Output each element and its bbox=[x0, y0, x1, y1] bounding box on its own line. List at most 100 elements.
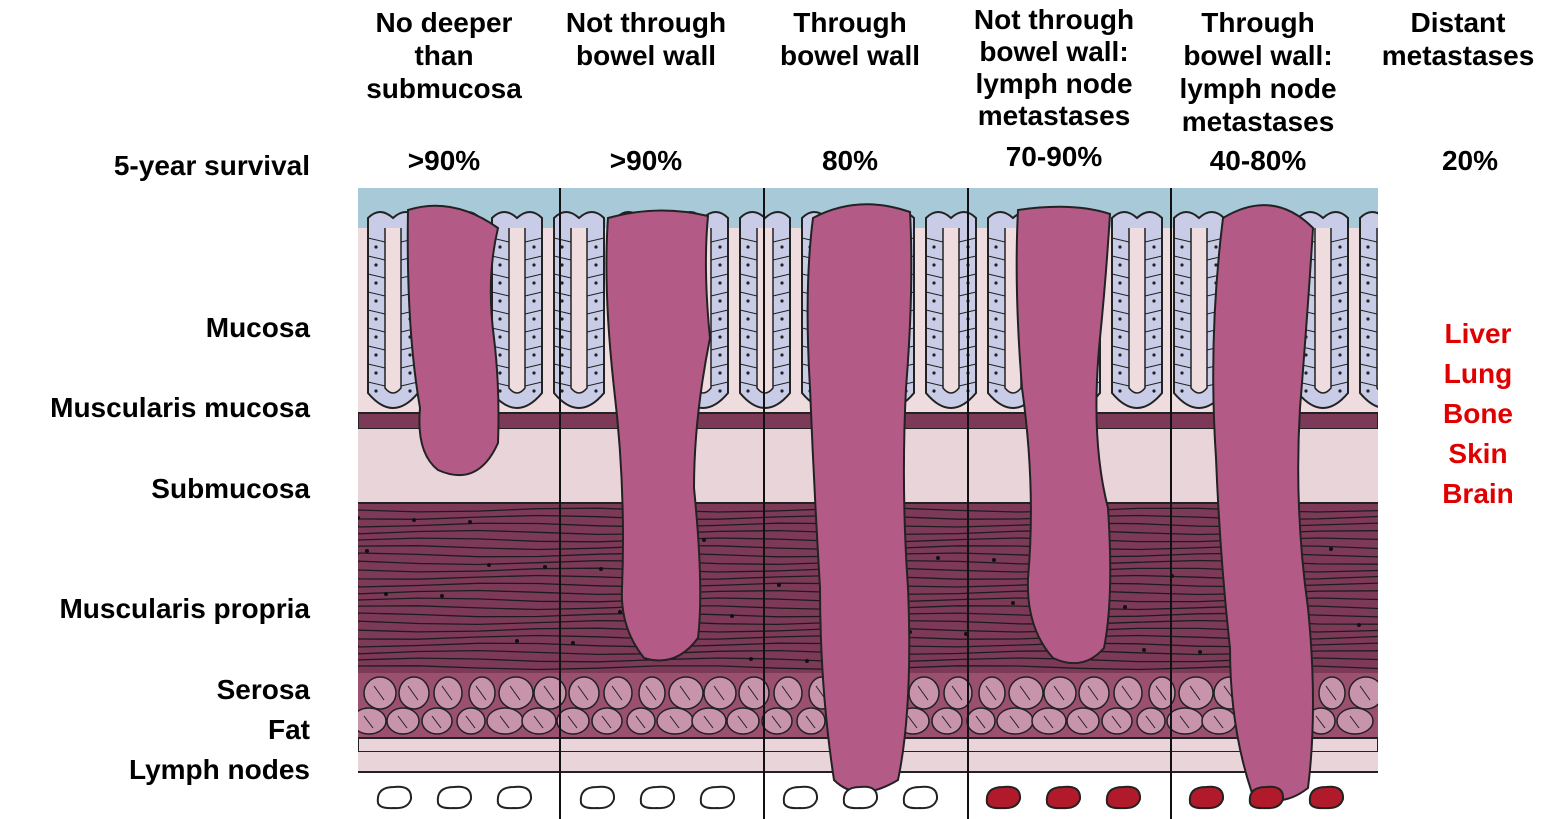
crypt-nucleus bbox=[594, 389, 597, 392]
muscle-nucleus bbox=[543, 565, 547, 569]
crypt-nucleus bbox=[1180, 335, 1183, 338]
crypt-nucleus bbox=[1152, 317, 1155, 320]
bowel-wall-diagram bbox=[358, 188, 1378, 819]
crypt-nucleus bbox=[1152, 389, 1155, 392]
fat-lobule bbox=[1079, 677, 1109, 709]
crypt-nucleus bbox=[498, 299, 501, 302]
fat-lobule bbox=[932, 708, 962, 734]
crypt-nucleus bbox=[1180, 317, 1183, 320]
crypt-lumen bbox=[943, 228, 959, 393]
crypt-nucleus bbox=[1338, 245, 1341, 248]
crypt-nucleus bbox=[1152, 299, 1155, 302]
crypt-nucleus bbox=[1152, 281, 1155, 284]
muscle-nucleus bbox=[749, 657, 753, 661]
crypt-nucleus bbox=[994, 371, 997, 374]
fat-lobule bbox=[639, 677, 665, 709]
crypt-nucleus bbox=[1152, 353, 1155, 356]
crypt-nucleus bbox=[994, 281, 997, 284]
fat-lobule bbox=[997, 708, 1033, 734]
crypt-nucleus bbox=[718, 317, 721, 320]
muscle-nucleus bbox=[599, 567, 603, 571]
crypt-nucleus bbox=[1304, 371, 1307, 374]
fat-lobule bbox=[1102, 708, 1132, 734]
crypt-nucleus bbox=[746, 389, 749, 392]
crypt-nucleus bbox=[1180, 353, 1183, 356]
fat-lobule bbox=[979, 677, 1005, 709]
metastasis-site-bone: Bone bbox=[1398, 394, 1558, 434]
crypt-nucleus bbox=[408, 389, 411, 392]
column-heading-1: No deeper than submucosa bbox=[344, 6, 544, 105]
crypt-nucleus bbox=[718, 353, 721, 356]
crypt-nucleus bbox=[994, 299, 997, 302]
crypt-nucleus bbox=[932, 281, 935, 284]
muscle-nucleus bbox=[571, 641, 575, 645]
layer-label-muscularis-propria: Muscularis propria bbox=[59, 593, 310, 625]
crypt-nucleus bbox=[532, 335, 535, 338]
column-heading-5: Through bowel wall: lymph node metastase… bbox=[1158, 6, 1358, 138]
crypt-nucleus bbox=[780, 353, 783, 356]
crypt-nucleus bbox=[1118, 335, 1121, 338]
crypt-nucleus bbox=[718, 263, 721, 266]
crypt-nucleus bbox=[780, 245, 783, 248]
crypt-nucleus bbox=[932, 371, 935, 374]
crypt-nucleus bbox=[498, 335, 501, 338]
crypt-nucleus bbox=[1338, 371, 1341, 374]
fat-lobule bbox=[1319, 677, 1345, 709]
fat-lobule bbox=[627, 708, 655, 734]
muscle-nucleus bbox=[1329, 547, 1333, 551]
crypt-nucleus bbox=[746, 263, 749, 266]
crypt-nucleus bbox=[532, 371, 535, 374]
crypt-nucleus bbox=[718, 389, 721, 392]
metastasis-site-skin: Skin bbox=[1398, 434, 1558, 474]
crypt-nucleus bbox=[374, 281, 377, 284]
crypt-nucleus bbox=[718, 335, 721, 338]
crypt-nucleus bbox=[1366, 389, 1369, 392]
muscle-nucleus bbox=[468, 520, 472, 524]
fat-lobule bbox=[762, 708, 792, 734]
fat-lobule bbox=[1137, 708, 1165, 734]
survival-value-3: 80% bbox=[750, 145, 950, 177]
crypt-nucleus bbox=[1366, 245, 1369, 248]
crypt-nucleus bbox=[1118, 245, 1121, 248]
fat-lobule bbox=[1009, 677, 1043, 709]
crypt-nucleus bbox=[718, 245, 721, 248]
crypt-nucleus bbox=[594, 281, 597, 284]
crypt-nucleus bbox=[746, 335, 749, 338]
crypt-nucleus bbox=[374, 389, 377, 392]
fat-lobule bbox=[1114, 677, 1142, 709]
tumor-4 bbox=[1017, 207, 1111, 663]
fat-lobule bbox=[909, 677, 939, 709]
crypt-nucleus bbox=[594, 245, 597, 248]
metastasis-site-lung: Lung bbox=[1398, 354, 1558, 394]
fat-lobule bbox=[774, 677, 802, 709]
crypt-nucleus bbox=[932, 353, 935, 356]
crypt-nucleus bbox=[932, 389, 935, 392]
crypt-nucleus bbox=[374, 371, 377, 374]
survival-label: 5-year survival bbox=[114, 150, 310, 182]
muscle-nucleus bbox=[730, 614, 734, 618]
fat-lobule bbox=[534, 677, 566, 709]
fat-lobule bbox=[604, 677, 632, 709]
crypt-nucleus bbox=[994, 263, 997, 266]
crypt-nucleus bbox=[374, 299, 377, 302]
crypt-nucleus bbox=[780, 371, 783, 374]
crypt-nucleus bbox=[994, 245, 997, 248]
muscle-nucleus bbox=[1357, 623, 1361, 627]
crypt-nucleus bbox=[718, 299, 721, 302]
fat-lobule bbox=[692, 708, 726, 734]
crypt-nucleus bbox=[1118, 371, 1121, 374]
crypt-lumen bbox=[1377, 228, 1378, 393]
fat-lobule bbox=[1202, 708, 1236, 734]
crypt-nucleus bbox=[1366, 335, 1369, 338]
crypt-nucleus bbox=[408, 371, 411, 374]
lymph-node bbox=[904, 787, 937, 808]
crypt-nucleus bbox=[932, 263, 935, 266]
fat-lobule bbox=[1349, 677, 1378, 709]
fat-lobule bbox=[1337, 708, 1373, 734]
crypt-nucleus bbox=[932, 335, 935, 338]
muscle-nucleus bbox=[384, 592, 388, 596]
fat-lobule bbox=[1044, 677, 1076, 709]
crypt-nucleus bbox=[1180, 281, 1183, 284]
crypt-nucleus bbox=[498, 263, 501, 266]
crypt-nucleus bbox=[1180, 389, 1183, 392]
